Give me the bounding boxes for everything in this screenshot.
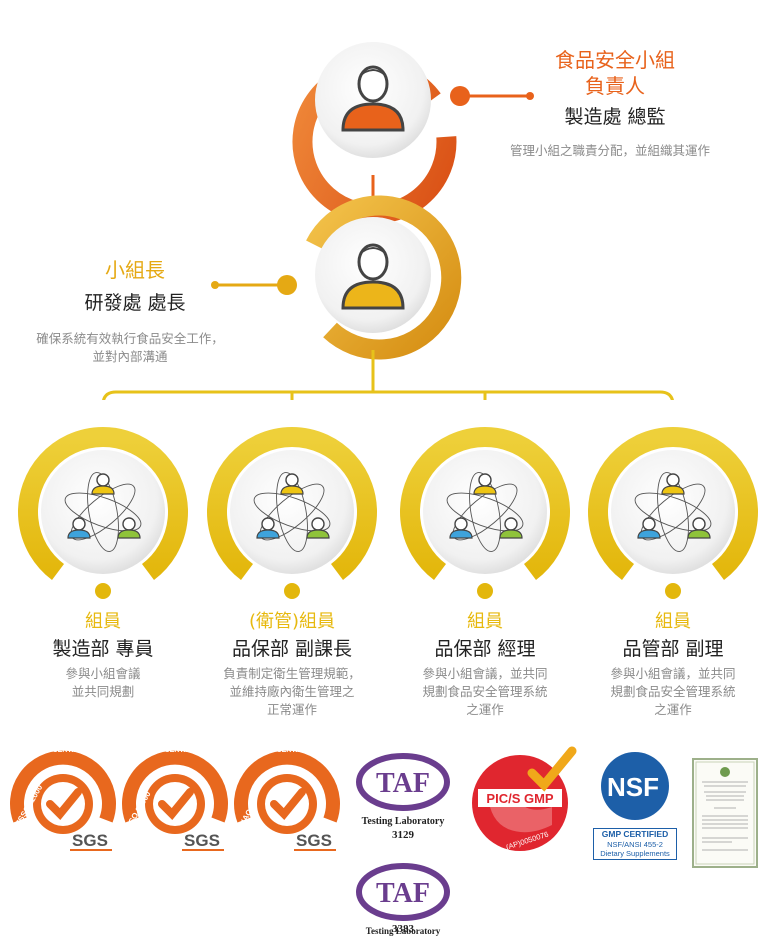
sgs-haccp-logo: SYSTEM CERTIFICATION HACCP SGS [234, 747, 340, 851]
member-desc-line: 參與小組會議 [65, 666, 141, 681]
pics-gmp-logo: PIC/S GMP (AP)0050076 [472, 746, 577, 852]
leader-desc-line1: 確保系統有效執行食品安全工作， [36, 331, 224, 346]
sgs-ring-text: SYSTEM CERTIFICATION [134, 747, 218, 754]
member-role: 組員 [85, 611, 121, 632]
nsf-line1: GMP CERTIFIED [601, 829, 669, 839]
nsf-logo: NSF GMP CERTIFIED NSF/ANSI 455-2 Dietary… [589, 750, 681, 862]
pics-label: PIC/S GMP [486, 791, 554, 806]
nsf-line3: Dietary Supplements [600, 849, 670, 858]
member-name: 品保部 副課長 [231, 638, 353, 660]
manager-title-line2: 負責人 [585, 74, 645, 98]
taf-line1: Testing Laboratory [365, 926, 441, 936]
member-role: 組員 [467, 611, 503, 632]
member-desc-line: 並共同規劃 [71, 684, 135, 699]
member-2-badge [207, 427, 377, 599]
sgs-ring-text: SYSTEM CERTIFICATION [22, 747, 106, 754]
member-desc-line: 參與小組會議，並共同 [422, 666, 548, 681]
member-desc-line: 規劃食品安全管理系統 [610, 684, 736, 699]
leader-text: 小組長 研發處 處長 [40, 257, 230, 315]
member-name: 製造部 專員 [52, 638, 154, 660]
person-icon [341, 65, 405, 132]
member-1-badge [18, 427, 188, 599]
taf-logo-text: TAF [376, 768, 430, 799]
member-desc-line: 負責制定衛生管理規範， [223, 666, 361, 681]
member-desc-line: 規劃食品安全管理系統 [422, 684, 548, 699]
member-desc-line: 之運作 [466, 702, 504, 717]
leader-desc-line2: 並對內部溝通 [92, 349, 168, 364]
nsf-line2: NSF/ANSI 455-2 [607, 840, 663, 849]
member-role: (衛管)組員 [248, 611, 336, 632]
member-3-badge [400, 427, 570, 599]
org-top-graphics [102, 42, 674, 400]
member-desc: 參與小組會議，並共同 規劃食品安全管理系統 之運作 [578, 665, 763, 719]
leader-desc: 確保系統有效執行食品安全工作， 並對內部溝通 [0, 330, 260, 366]
nsf-caption: GMP CERTIFIED NSF/ANSI 455-2 Dietary Sup… [593, 828, 677, 860]
taf-line2: 3129 [392, 829, 414, 841]
member-3: 組員 品保部 經理 參與小組會議，並共同 規劃食品安全管理系統 之運作 [390, 611, 580, 719]
member-2: (衛管)組員 品保部 副課長 負責制定衛生管理規範， 並維持廠內衛生管理之 正常… [197, 611, 387, 719]
sgs-brand: SGS [184, 831, 220, 850]
members-graphics [18, 427, 758, 599]
taf-line2: 3383 [392, 923, 414, 935]
member-name: 品管部 副理 [622, 638, 724, 660]
certificate-document-thumbnail [692, 758, 758, 868]
leader-title: 小組長 [105, 258, 165, 282]
member-desc: 負責制定衛生管理規範， 並維持廠內衛生管理之 正常運作 [197, 665, 387, 719]
member-desc: 參與小組會議，並共同 規劃食品安全管理系統 之運作 [390, 665, 580, 719]
connector-branch [102, 390, 674, 400]
leader-ring [306, 195, 462, 360]
nsf-emblem: NSF [601, 752, 669, 820]
manager-desc: 管理小組之職責分配，並組織其運作 [509, 143, 710, 158]
member-desc: 參與小組會議 並共同規劃 [13, 665, 193, 701]
taf-logo-2: TAF Testing Laboratory 3383 [348, 862, 458, 940]
nsf-logo-text: NSF [607, 772, 659, 802]
sgs-ring-text: SYSTEM CERTIFICATION [246, 747, 330, 754]
member-1: 組員 製造部 專員 參與小組會議 並共同規劃 [13, 611, 193, 701]
manager-title-line1: 食品安全小組 [555, 48, 675, 72]
member-name: 品保部 經理 [434, 638, 536, 660]
sgs-brand: SGS [296, 831, 332, 850]
taf-emblem: TAF [356, 863, 450, 921]
member-4: 組員 品管部 副理 參與小組會議，並共同 規劃食品安全管理系統 之運作 [578, 611, 763, 719]
taf-emblem: TAF [356, 753, 450, 811]
taf-line1: Testing Laboratory [361, 816, 445, 827]
member-4-badge [588, 427, 758, 599]
sgs-iso-logo: SYSTEM CERTIFICATION ISO 22000 SGS [122, 747, 228, 851]
taf-logo-text: TAF [376, 878, 430, 909]
member-desc-line: 並維持廠內衛生管理之 [229, 684, 355, 699]
leader-name: 研發處 處長 [84, 292, 186, 314]
sgs-brand: SGS [72, 831, 108, 850]
manager-text: 食品安全小組 負責人 製造處 總監 [520, 47, 710, 129]
member-role: 組員 [655, 611, 691, 632]
member-desc-line: 參與小組會議，並共同 [610, 666, 736, 681]
member-desc-line: 正常運作 [266, 702, 317, 717]
manager-name: 製造處 總監 [564, 106, 666, 128]
person-icon [341, 243, 405, 310]
taf2-overlap-text: Testing Laboratory 3383 [348, 923, 458, 940]
member-desc-line: 之運作 [654, 702, 692, 717]
taf-logo-1: TAF Testing Laboratory 3129 [348, 752, 458, 842]
sgs-fssc-logo: SYSTEM CERTIFICATION FSSC 22000 SGS [10, 747, 116, 851]
check-icon [527, 746, 577, 792]
